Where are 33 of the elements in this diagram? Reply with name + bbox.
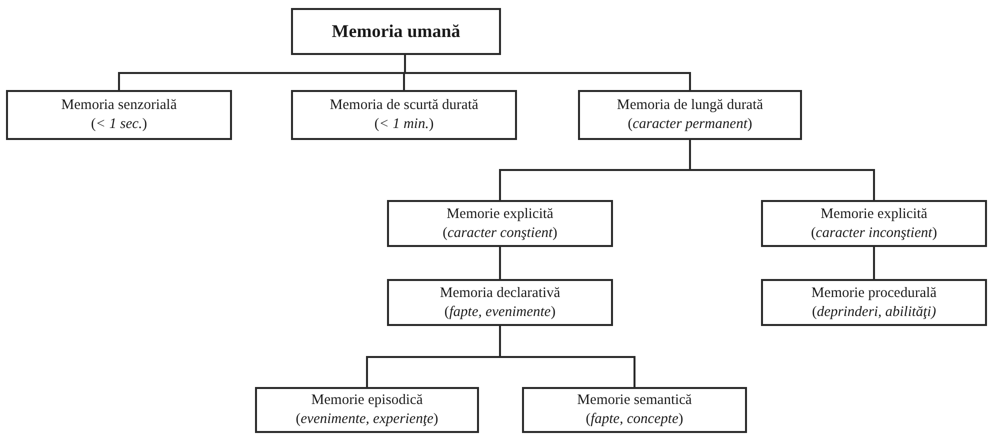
memory-type: Memoria declarativă	[440, 284, 560, 302]
memory-box	[761, 279, 987, 326]
memory-type: Memorie episodică	[311, 391, 423, 410]
memory-type: Memorie explicită	[820, 204, 928, 224]
memory-type: Memorie explicită	[446, 204, 554, 224]
memory-note: (caracter conştient)	[442, 224, 558, 242]
connector-line	[873, 247, 875, 279]
memory-note: (< 1 min.)	[374, 115, 434, 134]
memory-box	[387, 279, 613, 326]
connector-line	[499, 326, 636, 387]
memory-note: (evenimente, experienţe)	[296, 410, 438, 429]
memory-box	[6, 90, 232, 140]
memory-note: (deprinderi, abilităţi)	[812, 302, 936, 322]
memory-type: Memorie semantică	[577, 391, 692, 410]
title-text: Memoria umană	[332, 22, 460, 41]
memory-box	[522, 387, 747, 433]
memory-box	[761, 200, 987, 247]
memory-note: (< 1 sec.)	[90, 115, 148, 134]
memory-box	[255, 387, 479, 433]
root-box	[291, 8, 501, 55]
connector-line	[404, 55, 691, 90]
connector-line	[499, 247, 501, 279]
memory-note: (fapte, concepte)	[586, 410, 684, 429]
memory-box	[291, 90, 517, 140]
memory-type: Memoria de scurtă durată	[330, 96, 478, 115]
memory-box	[578, 90, 802, 140]
memory-box	[387, 200, 613, 247]
memory-note: (caracter inconştient)	[810, 224, 938, 242]
memory-note: (fapte, evenimente)	[444, 302, 556, 322]
memory-type: Memoria de lungă durată	[616, 96, 764, 115]
memory-type: Memoria senzorială	[61, 96, 177, 115]
memory-note: (caracter permanent)	[628, 115, 752, 134]
memory-type: Memorie procedurală	[811, 284, 937, 302]
